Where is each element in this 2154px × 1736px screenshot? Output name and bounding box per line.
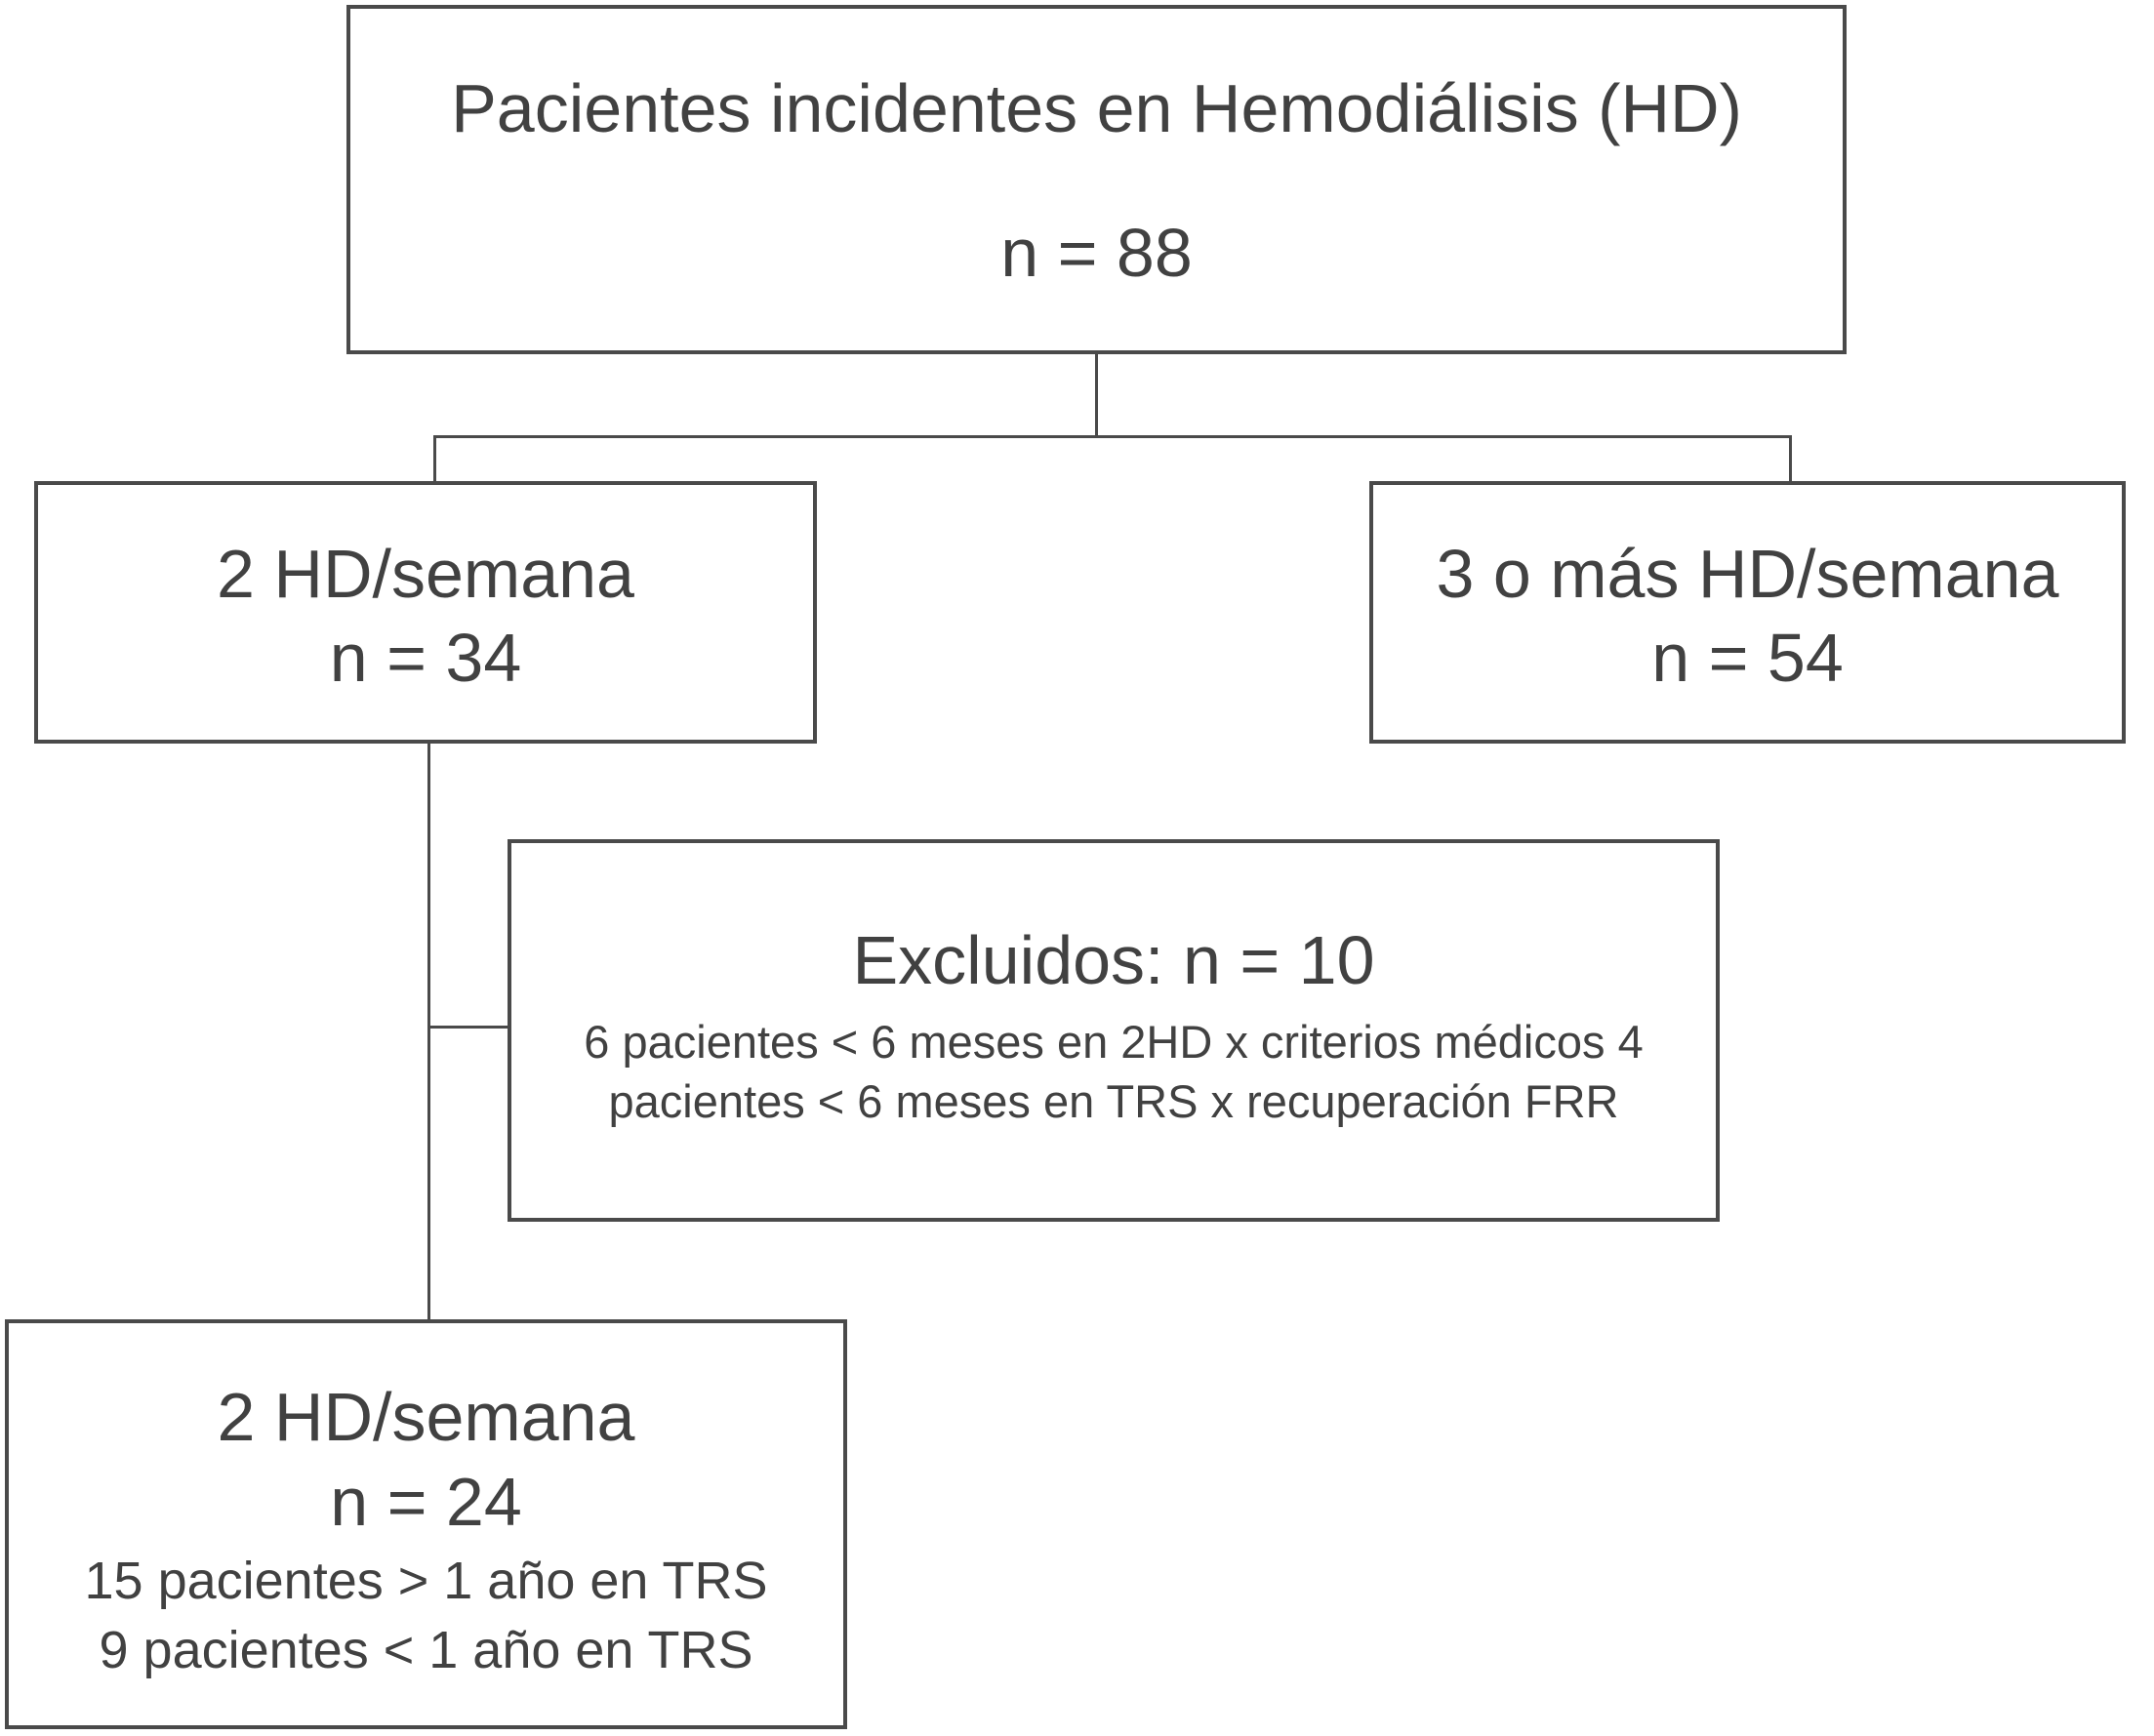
node-count: n = 54 xyxy=(1651,620,1844,696)
node-title: 2 HD/semana xyxy=(217,536,634,612)
connector-root-stem xyxy=(1095,352,1098,438)
node-detail: 6 pacientes < 6 meses en 2HD x criterios… xyxy=(584,1016,1644,1068)
node-title: 2 HD/semana xyxy=(217,1379,635,1455)
connector-2hd-down-line xyxy=(427,742,430,1321)
node-detail: pacientes < 6 meses en TRS x recuperació… xyxy=(608,1075,1619,1127)
excluded-node: Excluidos: n = 10 6 pacientes < 6 meses … xyxy=(508,839,1720,1222)
connector-left-branch-stub xyxy=(433,435,436,483)
node-title: Pacientes incidentes en Hemodiálisis (HD… xyxy=(451,70,1742,146)
root-node: Pacientes incidentes en Hemodiálisis (HD… xyxy=(346,5,1847,354)
node-count: n = 34 xyxy=(329,620,522,696)
node-title: 3 o más HD/semana xyxy=(1436,536,2059,612)
connector-excluded-branch xyxy=(427,1026,510,1029)
node-count: n = 88 xyxy=(1000,215,1193,291)
branch-2hd-node: 2 HD/semana n = 34 xyxy=(34,481,817,744)
final-2hd-node: 2 HD/semana n = 24 15 pacientes > 1 año … xyxy=(5,1319,847,1729)
node-count: n = 24 xyxy=(330,1464,522,1540)
node-detail: 9 pacientes < 1 año en TRS xyxy=(99,1621,753,1679)
connector-right-branch-stub xyxy=(1789,435,1792,483)
branch-3hd-node: 3 o más HD/semana n = 54 xyxy=(1369,481,2126,744)
node-detail: 15 pacientes > 1 año en TRS xyxy=(84,1552,768,1610)
connector-branch-crossbar xyxy=(433,435,1792,438)
node-title: Excluidos: n = 10 xyxy=(852,922,1375,998)
